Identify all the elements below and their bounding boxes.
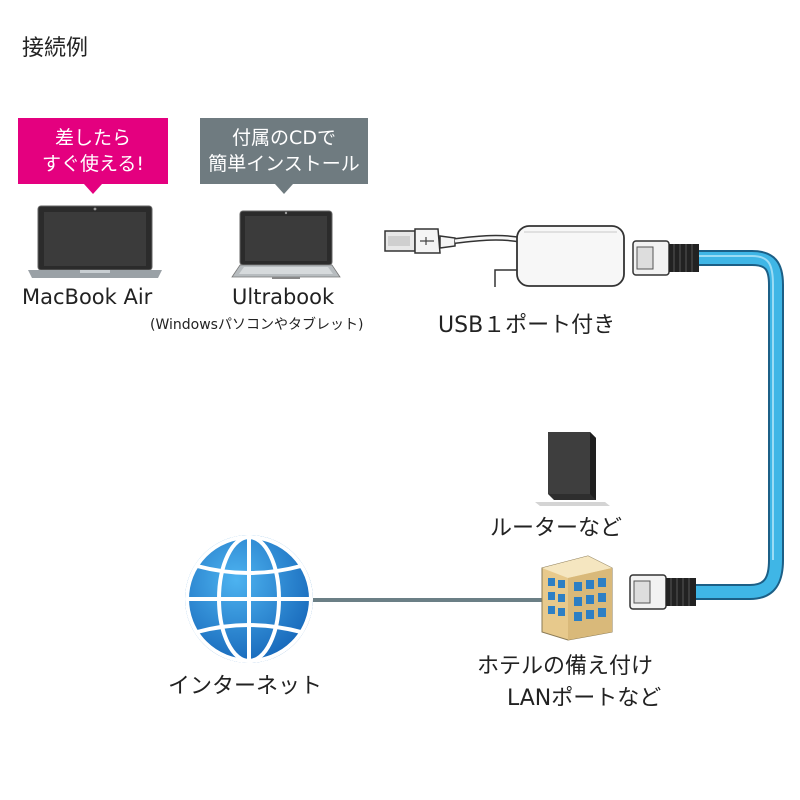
mac-callout: 差したら すぐ使える! bbox=[18, 118, 168, 194]
lan-connector-bottom-icon bbox=[629, 574, 696, 610]
ultrabook-label: Ultrabook bbox=[232, 285, 335, 309]
ultrabook-laptop-icon bbox=[231, 210, 341, 279]
lan-connector-top-icon bbox=[632, 240, 699, 276]
mac-callout-line2: すぐ使える! bbox=[41, 153, 145, 175]
internet-label: インターネット bbox=[168, 674, 323, 699]
hotel-label-line2: LANポートなど bbox=[507, 686, 662, 711]
router-icon bbox=[535, 432, 610, 506]
mac-callout-line1: 差したら bbox=[54, 127, 131, 149]
macbook-label: MacBook Air bbox=[22, 285, 153, 309]
ultra-callout-line2: 簡単インストール bbox=[208, 153, 360, 175]
hotel-label-line1: ホテルの備え付け bbox=[477, 654, 654, 679]
building-icon bbox=[541, 555, 613, 641]
router-label: ルーターなど bbox=[490, 516, 623, 541]
usb-lan-adapter-icon bbox=[384, 225, 625, 287]
adapter-label: USB１ポート付き bbox=[438, 313, 616, 338]
globe-icon bbox=[185, 535, 313, 663]
lan-cable bbox=[695, 250, 784, 600]
ultra-callout-line1: 付属のCDで bbox=[232, 127, 336, 149]
page-title: 接続例 bbox=[22, 36, 89, 61]
macbook-laptop-icon bbox=[28, 205, 162, 278]
ultrabook-sublabel: (Windowsパソコンやタブレット) bbox=[150, 317, 364, 333]
